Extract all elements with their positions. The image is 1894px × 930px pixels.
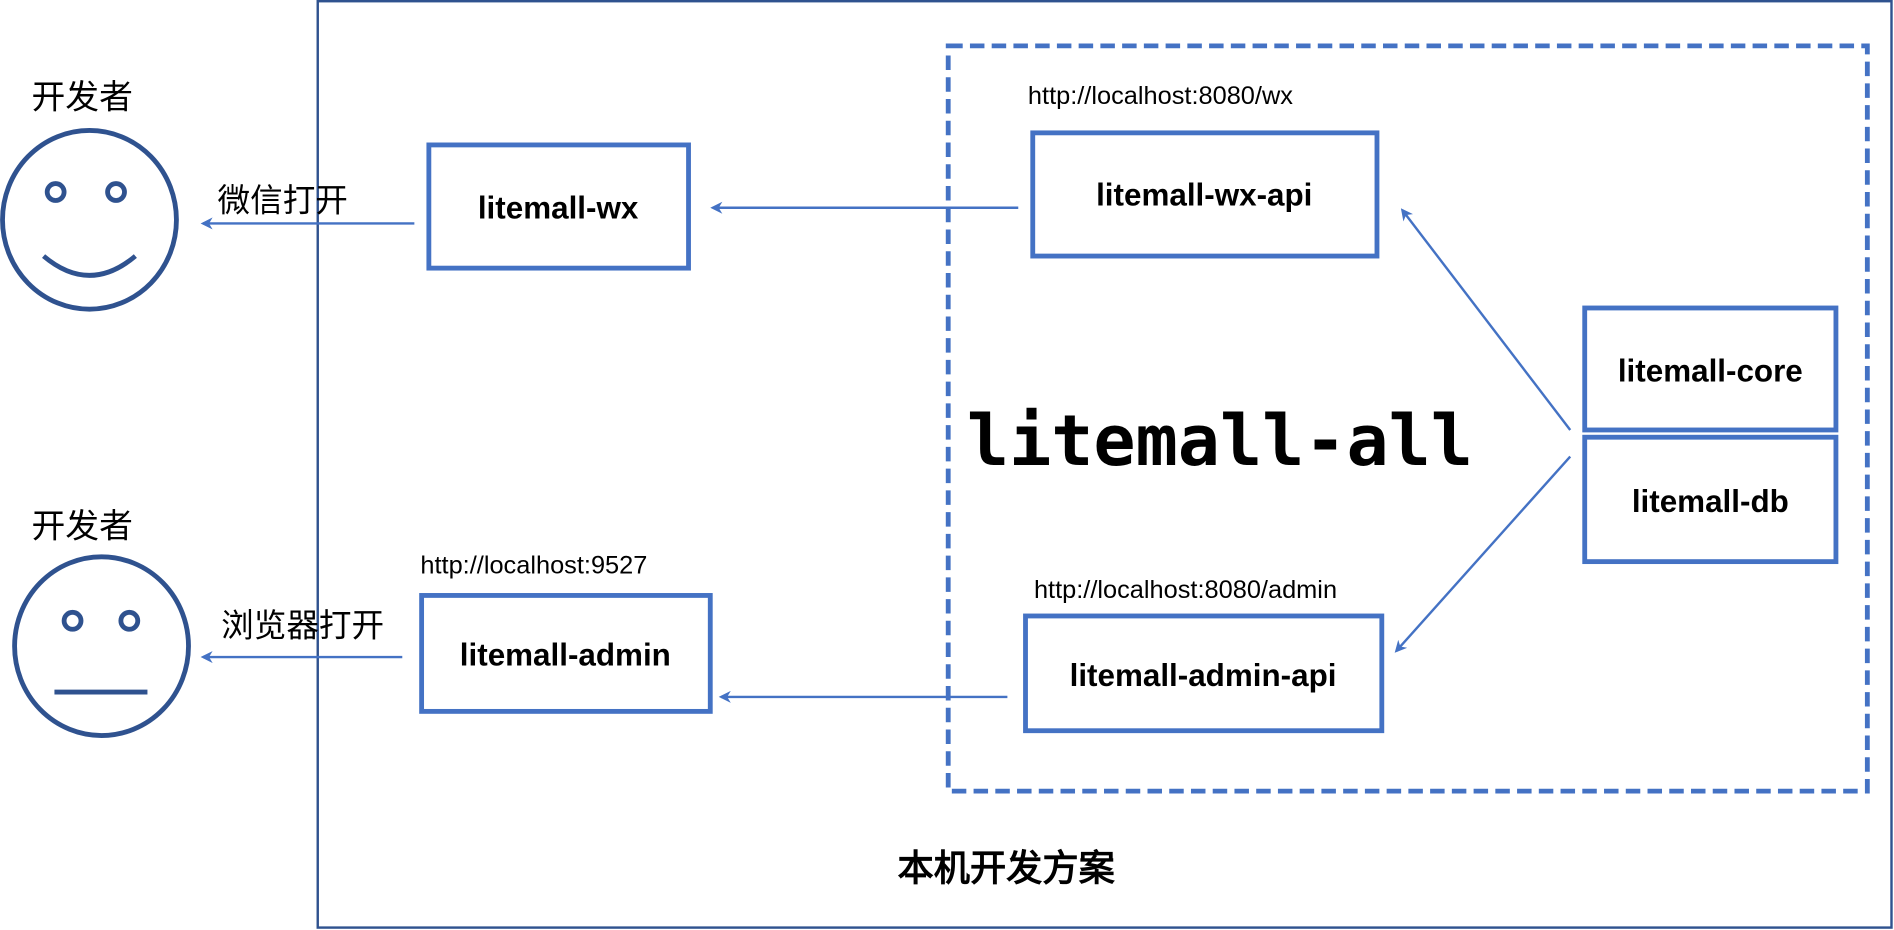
- node-url: http://localhost:9527: [420, 552, 647, 580]
- arrow: [1400, 208, 1572, 431]
- node-label: litemall-admin: [460, 637, 671, 672]
- action-label: 浏览器打开: [221, 607, 384, 645]
- node-litemall-wx-api: litemall-wx-api: [1030, 130, 1380, 259]
- node-litemall-admin: litemall-admin: [419, 593, 713, 714]
- node-litemall-db: litemall-db: [1582, 434, 1839, 565]
- neutral-face-icon: [12, 554, 191, 738]
- node-url: http://localhost:8080/wx: [1028, 82, 1293, 110]
- node-litemall-admin-api: litemall-admin-api: [1023, 613, 1385, 734]
- action-label: 微信打开: [217, 181, 347, 219]
- container-label: litemall-all: [967, 400, 1473, 482]
- node-label: litemall-core: [1618, 354, 1803, 389]
- smiley-face-icon: [0, 128, 179, 312]
- diagram-title: 本机开发方案: [898, 846, 1116, 889]
- litemall-all-container: [945, 43, 1870, 794]
- node-label: litemall-wx: [478, 191, 639, 226]
- node-label: litemall-wx-api: [1096, 177, 1312, 212]
- node-label: litemall-db: [1632, 484, 1789, 519]
- actor-label: 开发者: [31, 506, 132, 545]
- node-litemall-wx: litemall-wx: [426, 142, 691, 271]
- arrow: [1394, 455, 1572, 653]
- node-url: http://localhost:8080/admin: [1034, 576, 1337, 604]
- actor-label: 开发者: [31, 78, 132, 117]
- outer-frame: [316, 0, 1893, 929]
- node-label: litemall-admin-api: [1070, 658, 1337, 693]
- node-litemall-core: litemall-core: [1582, 305, 1839, 433]
